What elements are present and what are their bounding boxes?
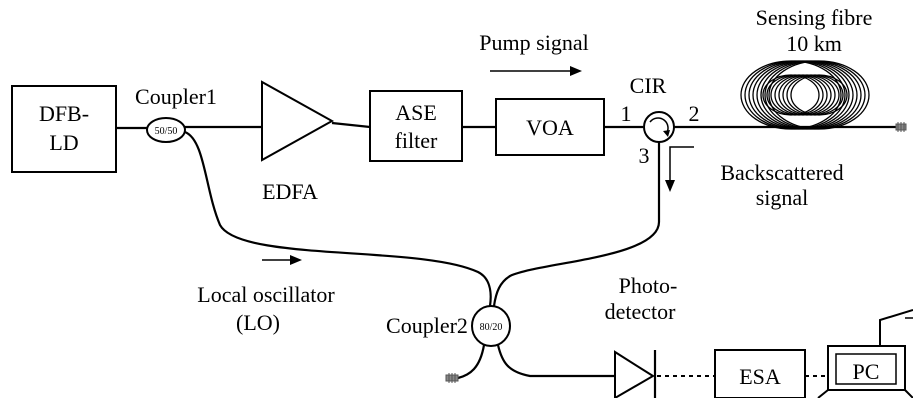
fibre-coupler2-photodetector xyxy=(496,344,615,378)
backscattered-label-line1: Backscattered xyxy=(720,160,843,185)
esa-label: ESA xyxy=(739,364,781,389)
cir-label: CIR xyxy=(630,73,667,98)
circulator-rotation-head xyxy=(663,130,670,137)
photodetector-label-line2: detector xyxy=(605,299,677,324)
coupler2-label: Coupler2 xyxy=(386,313,468,338)
sensing-fibre-label-line2: 10 km xyxy=(786,31,842,56)
sensing-fibre-label-line1: Sensing fibre xyxy=(756,5,873,30)
lo-label-line1: Local oscillator xyxy=(197,282,335,307)
coupler1 xyxy=(146,117,186,143)
dfb-ld-label-line1: DFB- xyxy=(39,101,89,126)
coupler2-ratio: 80/20 xyxy=(480,322,503,333)
pc-label: PC xyxy=(853,359,880,384)
cir-port1-label: 1 xyxy=(621,101,632,126)
ase-filter-box xyxy=(369,90,463,162)
pump-arrow-head xyxy=(570,66,582,76)
pump-signal-label: Pump signal xyxy=(479,30,588,55)
voa-box xyxy=(495,98,605,156)
ase-filter-label-line1: ASE xyxy=(395,100,437,125)
cir-port3-label: 3 xyxy=(639,143,650,168)
coupler2 xyxy=(471,305,511,347)
photodetector-label-line1: Photo- xyxy=(619,273,678,298)
fibre-lo-branch xyxy=(184,130,492,307)
lo-arrow-head xyxy=(290,255,302,265)
coupler1-label: Coupler1 xyxy=(135,84,217,109)
fibre-terminated-connector xyxy=(445,373,459,383)
ase-filter-label-line2: filter xyxy=(395,128,438,153)
fibre-end-connector xyxy=(895,122,907,132)
circulator xyxy=(643,111,675,143)
lo-label-line2: (LO) xyxy=(236,310,280,335)
edfa-amplifier xyxy=(261,80,335,162)
dfb-ld-box xyxy=(11,85,117,173)
dfb-ld-label-line2: LD xyxy=(49,130,78,155)
backscatter-arrow-head xyxy=(665,180,675,192)
fibre-cir-coupler2 xyxy=(492,142,661,307)
fibre-edfa-ase xyxy=(331,121,371,129)
voa-label: VOA xyxy=(526,115,574,140)
photodetector xyxy=(614,350,655,398)
backscatter-arrow-shaft xyxy=(669,146,694,182)
sensing-fibre-coil xyxy=(740,60,870,130)
fibre-coupler2-terminated xyxy=(457,344,486,380)
esa-box xyxy=(714,349,806,398)
cir-port2-label: 2 xyxy=(689,101,700,126)
coupler1-ratio: 50/50 xyxy=(155,126,178,137)
pc-computer xyxy=(817,309,913,398)
edfa-label: EDFA xyxy=(262,179,318,204)
backscattered-label-line2: signal xyxy=(756,185,809,210)
